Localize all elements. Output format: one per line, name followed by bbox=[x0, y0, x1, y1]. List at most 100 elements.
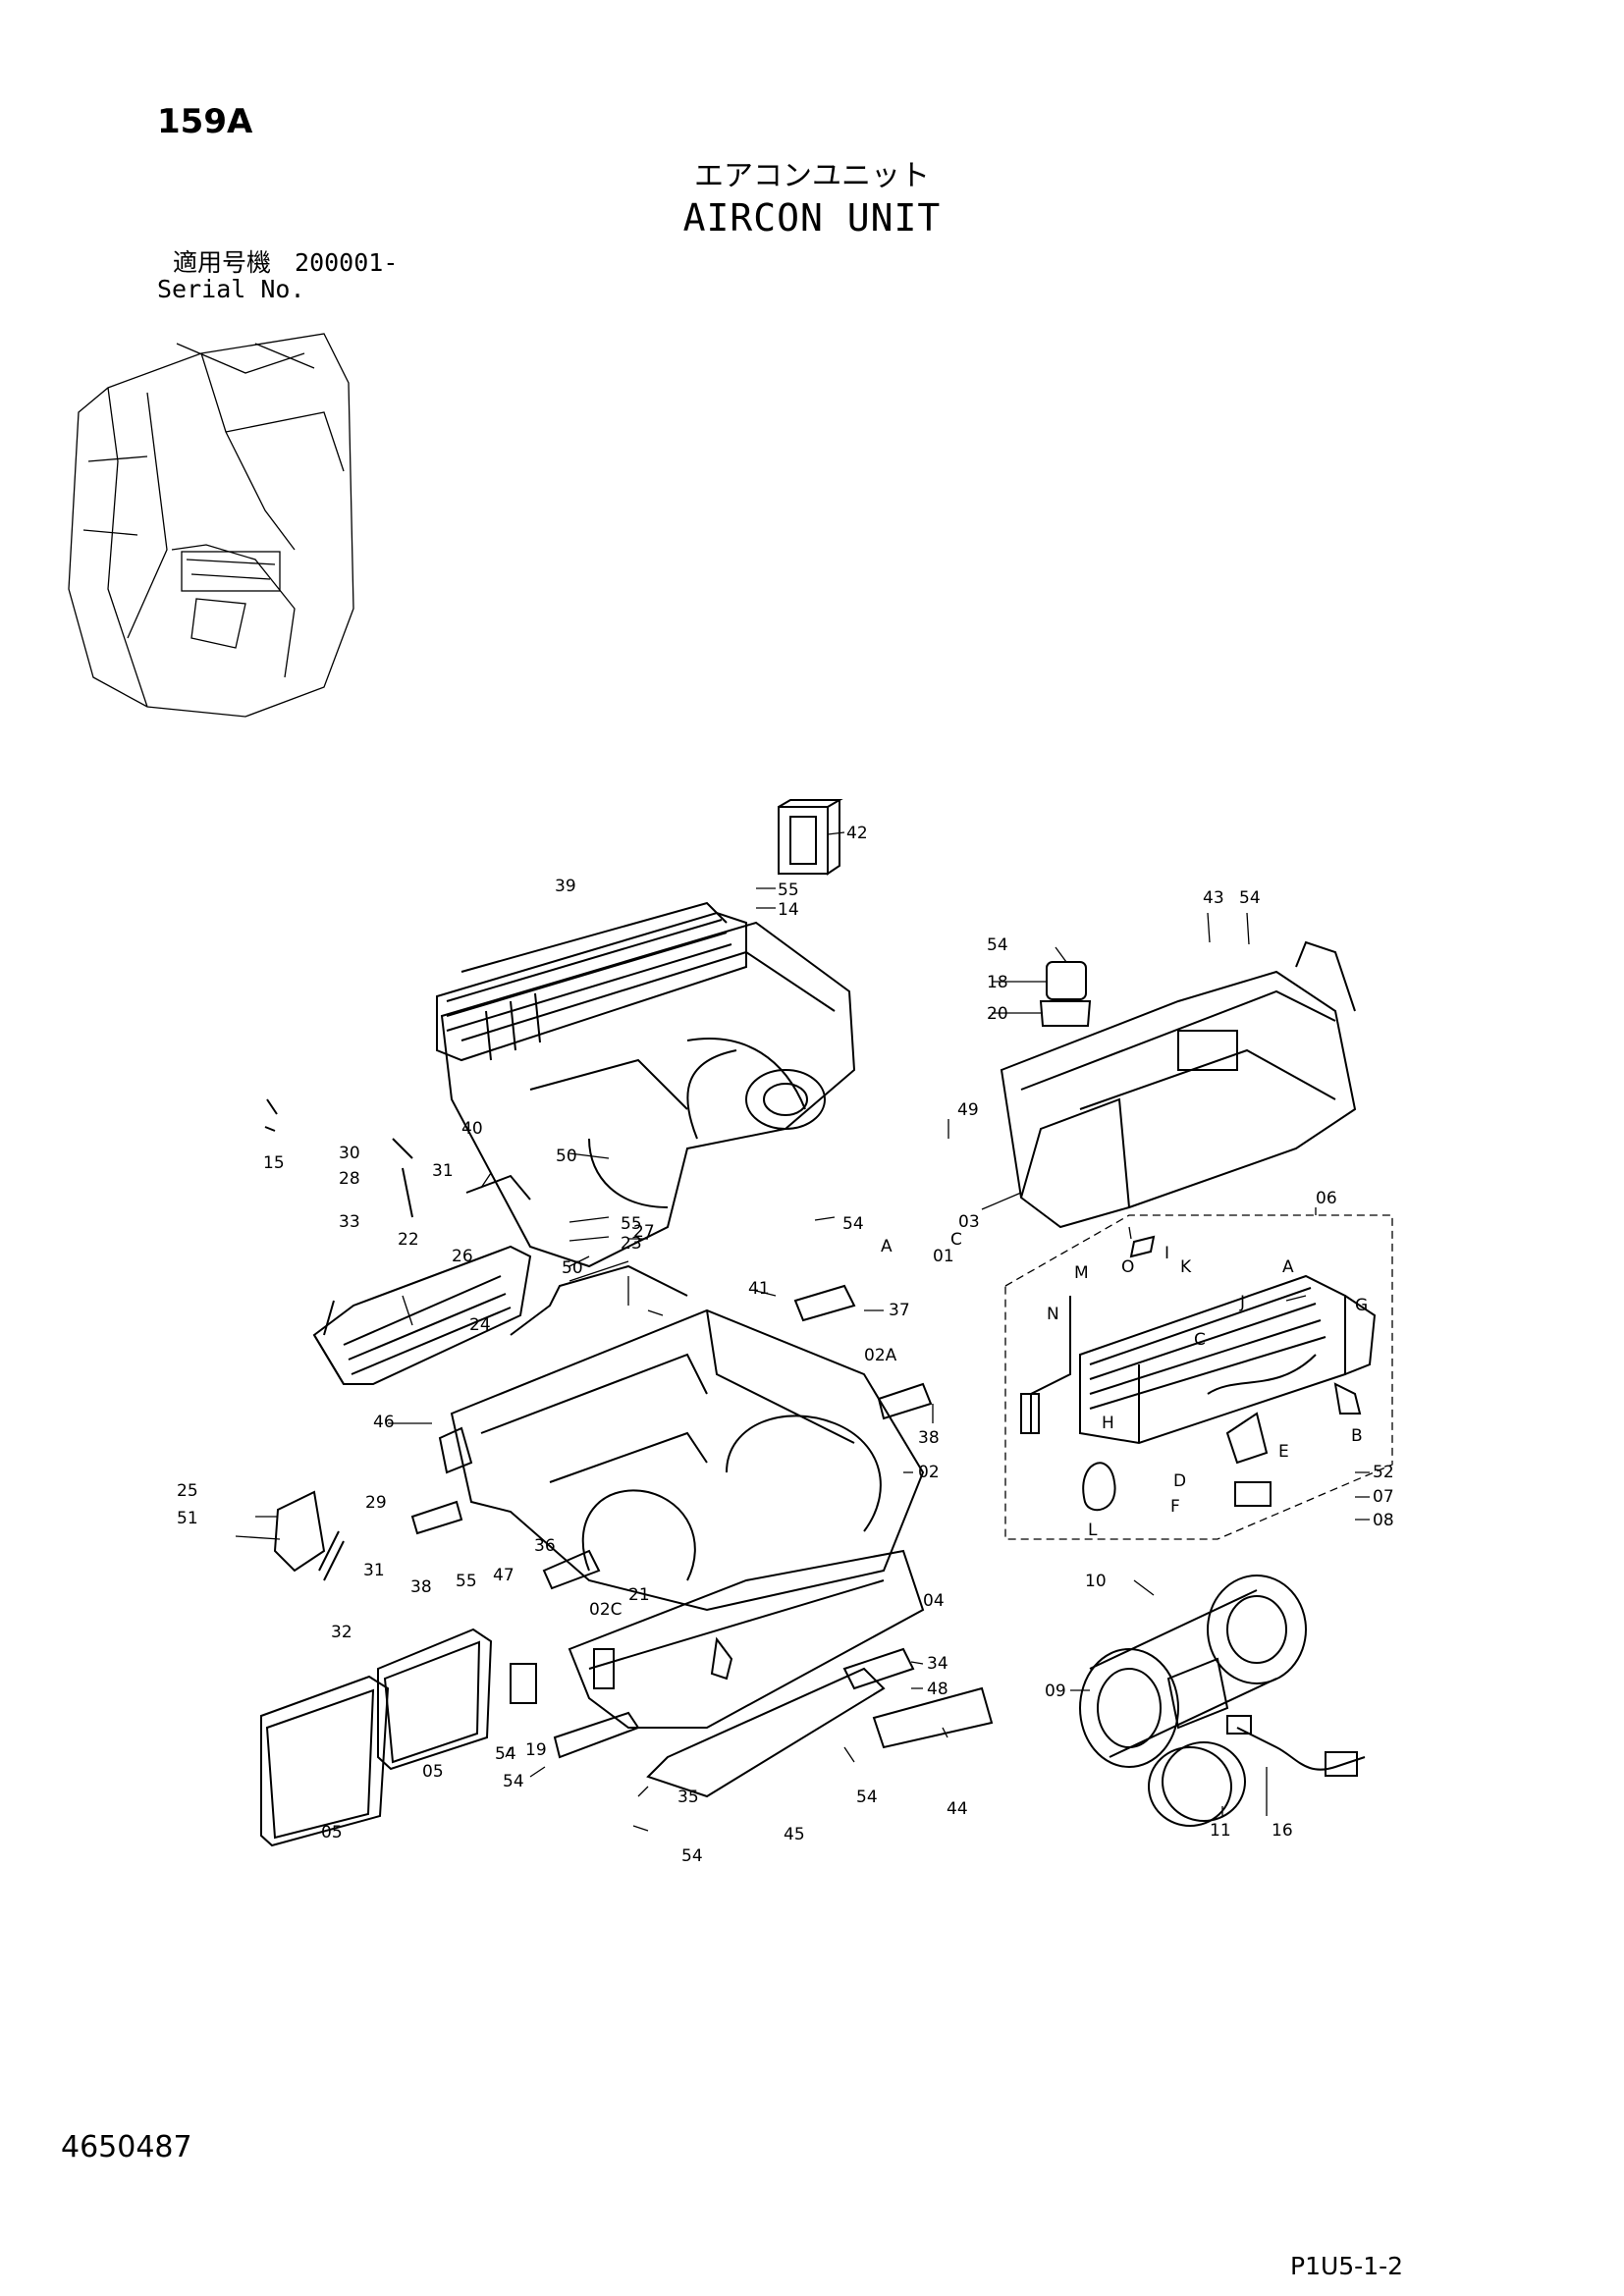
callout-14: 14 bbox=[778, 900, 799, 920]
callout-09: 09 bbox=[1045, 1682, 1066, 1701]
callout-j: J bbox=[1239, 1293, 1245, 1312]
callout-16: 16 bbox=[1272, 1821, 1293, 1841]
callout-23: 23 bbox=[621, 1234, 642, 1254]
callout-18: 18 bbox=[987, 973, 1008, 992]
callout-21: 21 bbox=[628, 1585, 650, 1605]
callout-20: 20 bbox=[987, 1004, 1008, 1024]
callout-52: 52 bbox=[1373, 1463, 1394, 1482]
page-code: P1U5-1-2 bbox=[1290, 2252, 1404, 2280]
callout-02a: 02A bbox=[864, 1346, 897, 1365]
callout-41: 41 bbox=[748, 1279, 770, 1299]
callout-e: E bbox=[1278, 1442, 1289, 1462]
callout-36: 36 bbox=[534, 1536, 556, 1556]
callout-26: 26 bbox=[452, 1247, 473, 1266]
filter-05-a bbox=[260, 1675, 390, 1847]
cab-locator-illustration bbox=[68, 333, 354, 718]
callout-27: 27 bbox=[633, 1222, 655, 1242]
callout-10: 10 bbox=[1085, 1572, 1107, 1591]
callout-g: G bbox=[1355, 1296, 1368, 1315]
callout-n: N bbox=[1047, 1305, 1059, 1324]
callout-32: 32 bbox=[331, 1623, 352, 1642]
callout-11: 11 bbox=[1210, 1821, 1231, 1841]
callout-08: 08 bbox=[1373, 1511, 1394, 1530]
callout-49: 49 bbox=[957, 1100, 979, 1120]
title-japanese: エアコンユニット bbox=[694, 159, 930, 193]
callout-48: 48 bbox=[927, 1680, 948, 1699]
callout-l: L bbox=[1088, 1521, 1098, 1540]
callout-o: O bbox=[1121, 1257, 1134, 1277]
callout-43: 43 bbox=[1203, 888, 1224, 908]
callout-i: I bbox=[1164, 1244, 1169, 1263]
callout-f: F bbox=[1170, 1497, 1180, 1517]
callout-labels: 42 55 14 39 43 54 54 18 20 49 C A 03 01 … bbox=[177, 824, 1394, 1866]
callout-22: 22 bbox=[398, 1230, 419, 1250]
part-18-20 bbox=[1039, 961, 1092, 1027]
callout-c2: C bbox=[1194, 1330, 1206, 1350]
filter-39 bbox=[436, 911, 747, 1062]
title-english: AIRCON UNIT bbox=[682, 196, 942, 240]
callout-30: 30 bbox=[339, 1144, 360, 1163]
callout-40: 40 bbox=[461, 1119, 483, 1139]
callout-19: 19 bbox=[525, 1740, 547, 1760]
callout-02: 02 bbox=[918, 1463, 940, 1482]
harness-16 bbox=[1226, 1715, 1366, 1777]
callout-c: C bbox=[950, 1230, 962, 1250]
callout-06: 06 bbox=[1316, 1189, 1337, 1208]
callout-39: 39 bbox=[555, 877, 576, 896]
callout-55: 55 bbox=[456, 1572, 477, 1591]
callout-54: 54 bbox=[495, 1744, 516, 1764]
callout-h: H bbox=[1102, 1414, 1114, 1433]
callout-38: 38 bbox=[410, 1577, 432, 1597]
callout-55: 55 bbox=[621, 1214, 642, 1234]
callout-46: 46 bbox=[373, 1413, 395, 1432]
callout-54: 54 bbox=[503, 1772, 524, 1791]
callout-28: 28 bbox=[339, 1169, 360, 1189]
base-tray bbox=[568, 1549, 925, 1798]
callout-35: 35 bbox=[677, 1788, 699, 1807]
callout-42: 42 bbox=[846, 824, 868, 843]
part-42 bbox=[778, 799, 843, 876]
callout-33: 33 bbox=[339, 1212, 360, 1232]
callout-44: 44 bbox=[947, 1799, 968, 1819]
callout-k: K bbox=[1180, 1257, 1192, 1277]
callout-03: 03 bbox=[958, 1212, 980, 1232]
callout-02c: 02C bbox=[589, 1600, 623, 1620]
callout-07: 07 bbox=[1373, 1487, 1394, 1507]
small-parts bbox=[264, 1098, 1156, 1759]
leader-lines bbox=[235, 831, 1370, 1832]
callout-50: 50 bbox=[556, 1147, 577, 1166]
callout-01: 01 bbox=[933, 1247, 954, 1266]
callout-d: D bbox=[1173, 1471, 1186, 1491]
right-cover bbox=[1000, 940, 1357, 1229]
callout-55: 55 bbox=[778, 881, 799, 900]
callout-31: 31 bbox=[363, 1561, 385, 1580]
ring-11 bbox=[1148, 1741, 1246, 1827]
serial-label-jp: 適用号機 bbox=[173, 248, 272, 277]
callout-b: B bbox=[1351, 1426, 1363, 1446]
document-number: 4650487 bbox=[61, 2130, 192, 2164]
callout-a: A bbox=[881, 1237, 893, 1256]
callout-54: 54 bbox=[856, 1788, 878, 1807]
callout-m: M bbox=[1074, 1263, 1089, 1283]
callout-29: 29 bbox=[365, 1493, 387, 1513]
callout-54: 54 bbox=[681, 1846, 703, 1866]
callout-05: 05 bbox=[321, 1823, 343, 1842]
callout-50: 50 bbox=[562, 1258, 583, 1278]
callout-24: 24 bbox=[469, 1315, 491, 1335]
serial-label-en: Serial No. bbox=[157, 275, 305, 303]
filter-05-b bbox=[377, 1628, 493, 1771]
callout-15: 15 bbox=[263, 1153, 285, 1173]
blower-motor-09 bbox=[1079, 1575, 1307, 1768]
callout-a2: A bbox=[1282, 1257, 1294, 1277]
page-number: 159A bbox=[157, 102, 253, 141]
callout-38: 38 bbox=[918, 1428, 940, 1448]
callout-54: 54 bbox=[842, 1214, 864, 1234]
callout-37: 37 bbox=[889, 1301, 910, 1320]
callout-54: 54 bbox=[987, 935, 1008, 955]
callout-04: 04 bbox=[923, 1591, 945, 1611]
callout-31: 31 bbox=[432, 1161, 454, 1181]
callout-51: 51 bbox=[177, 1509, 198, 1528]
lower-case bbox=[450, 1264, 925, 1612]
